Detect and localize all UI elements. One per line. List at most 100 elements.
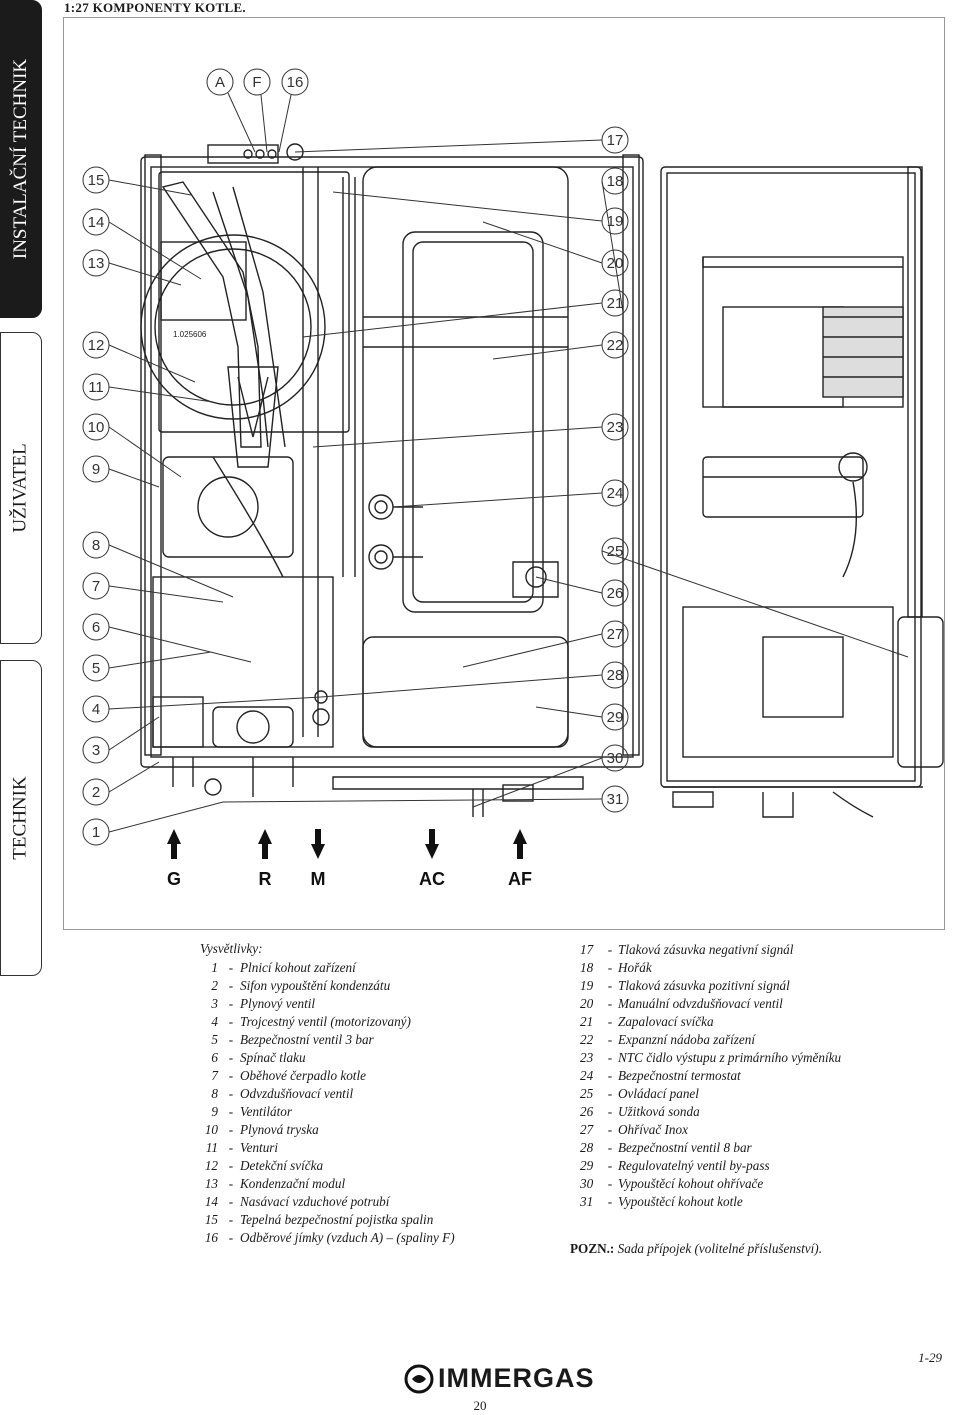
legend-number: 9 <box>211 1104 218 1119</box>
legend-dash: - <box>607 1050 613 1065</box>
legend-right-item: 23-NTC čidlo výstupu z primárního výmění… <box>580 1049 841 1067</box>
tab-installer[interactable]: INSTALAČNÍ TECHNIK <box>0 0 42 318</box>
legend-dash: - <box>607 996 613 1011</box>
legend-text: Regulovatelný ventil by-pass <box>618 1158 770 1173</box>
legend-dash: - <box>228 1158 234 1173</box>
legend-dash: - <box>607 1194 613 1209</box>
callout-4: 4 <box>82 695 322 723</box>
svg-text:A: A <box>215 74 225 91</box>
legend-dash: - <box>607 1158 613 1173</box>
callout-16: 16 <box>278 68 309 153</box>
legend-left-item: 6-Spínač tlaku <box>176 1049 455 1067</box>
callout-17: 17 <box>294 126 629 154</box>
legend-left-item: 5-Bezpečnostní ventil 3 bar <box>176 1031 455 1049</box>
tab-technician-label: TECHNIK <box>10 776 32 860</box>
svg-text:AC: AC <box>419 869 445 889</box>
legend-text: Bezpečnostní ventil 3 bar <box>240 1032 374 1047</box>
callout-15: 15 <box>82 166 192 196</box>
legend-text: Manuální odvzdušňovací ventil <box>618 996 783 1011</box>
legend-number: 1 <box>211 960 218 975</box>
svg-text:5: 5 <box>92 660 100 677</box>
legend-left-item: 2-Sifon vypouštění kondenzátu <box>176 977 455 995</box>
logo-mark-icon <box>404 1364 434 1393</box>
front-view: 1.025606 <box>140 143 644 817</box>
svg-text:15: 15 <box>88 172 105 189</box>
svg-text:7: 7 <box>92 578 100 595</box>
legend-right-item: 24-Bezpečnostní termostat <box>580 1067 841 1085</box>
callout-25: 25 <box>601 537 909 658</box>
logo-text: IMMERGAS <box>438 1363 595 1393</box>
tab-installer-label: INSTALAČNÍ TECHNIK <box>10 58 32 260</box>
legend-text: Plynový ventil <box>240 996 316 1011</box>
legend-text: Bezpečnostní termostat <box>618 1068 741 1083</box>
callout-23: 23 <box>312 413 629 448</box>
legend-number: 16 <box>204 1230 218 1245</box>
legend-left-item: 14-Nasávací vzduchové potrubí <box>176 1193 455 1211</box>
svg-text:8: 8 <box>92 537 100 554</box>
legend-left-item: 4-Trojcestný ventil (motorizovaný) <box>176 1013 455 1031</box>
legend-number: 11 <box>205 1140 218 1155</box>
note-text: Sada přípojek (volitelné příslušenství). <box>614 1241 822 1256</box>
legend-right-item: 19-Tlaková zásuvka pozitivní signál <box>580 977 841 995</box>
legend-heading: Vysvětlivky: <box>200 941 263 956</box>
tab-technician[interactable]: TECHNIK <box>0 660 42 976</box>
legend-left-item: 16-Odběrové jímky (vzduch A) – (spaliny … <box>176 1229 455 1247</box>
svg-text:12: 12 <box>88 337 105 354</box>
legend-dash: - <box>228 978 234 993</box>
legend-number: 25 <box>580 1086 594 1101</box>
svg-text:M: M <box>311 869 326 889</box>
drawing-frame <box>63 17 945 930</box>
callout-26: 26 <box>535 576 629 607</box>
svg-text:10: 10 <box>88 419 105 436</box>
legend-number: 23 <box>580 1050 594 1065</box>
legend-dash: - <box>607 1104 613 1119</box>
legend-right-item: 28-Bezpečnostní ventil 8 bar <box>580 1139 841 1157</box>
legend-text: Ventilátor <box>240 1104 293 1119</box>
svg-text:4: 4 <box>92 701 100 718</box>
svg-text:14: 14 <box>88 214 105 231</box>
callout-21: 21 <box>302 289 629 338</box>
legend-dash: - <box>607 1176 613 1191</box>
svg-text:1: 1 <box>92 824 100 841</box>
legend-text: Plynová tryska <box>240 1122 319 1137</box>
svg-text:23: 23 <box>607 419 624 436</box>
legend-right-item: 30-Vypouštěcí kohout ohřívače <box>580 1175 841 1193</box>
legend-number: 27 <box>580 1122 594 1137</box>
legend-text: Hořák <box>618 960 652 975</box>
legend-text: Expanzní nádoba zařízení <box>618 1032 756 1047</box>
tab-user[interactable]: UŽIVATEL <box>0 332 42 644</box>
legend-number: 15 <box>204 1212 218 1227</box>
legend-number: 30 <box>580 1176 594 1191</box>
legend-number: 13 <box>204 1176 218 1191</box>
legend-right-item: 17-Tlaková zásuvka negativní signál <box>580 941 841 959</box>
legend-text: Spínač tlaku <box>240 1050 306 1065</box>
legend-dash: - <box>228 1068 234 1083</box>
note-label: POZN.: <box>570 1241 615 1256</box>
connection-af: AF <box>508 829 532 889</box>
svg-text:26: 26 <box>607 585 624 602</box>
legend-left-item: 1-Plnicí kohout zařízení <box>176 959 455 977</box>
legend-text: Vypouštěcí kohout kotle <box>618 1194 743 1209</box>
legend-right-item: 18-Hořák <box>580 959 841 977</box>
callout-9: 9 <box>82 455 160 488</box>
legend-dash: - <box>607 1014 613 1029</box>
svg-text:30: 30 <box>607 750 624 767</box>
legend-text: Zapalovací svíčka <box>618 1014 714 1029</box>
legend-number: 17 <box>580 942 594 957</box>
legend-number: 31 <box>580 1194 594 1209</box>
legend-dash: - <box>228 1140 234 1155</box>
svg-text:13: 13 <box>88 255 105 272</box>
legend-text: Tlaková zásuvka negativní signál <box>618 942 794 957</box>
callout-14: 14 <box>82 208 202 280</box>
figure-number: 1-29 <box>918 1350 942 1365</box>
svg-text:21: 21 <box>607 295 624 312</box>
legend-right-item: 22-Expanzní nádoba zařízení <box>580 1031 841 1049</box>
legend-right-item: 21-Zapalovací svíčka <box>580 1013 841 1031</box>
legend-dash: - <box>607 978 613 993</box>
callout-7: 7 <box>82 572 224 603</box>
legend-dash: - <box>228 960 234 975</box>
legend-dash: - <box>607 1122 613 1137</box>
legend-number: 24 <box>580 1068 594 1083</box>
legend-text: Detekční svíčka <box>240 1158 324 1173</box>
connection-m: M <box>311 829 326 889</box>
